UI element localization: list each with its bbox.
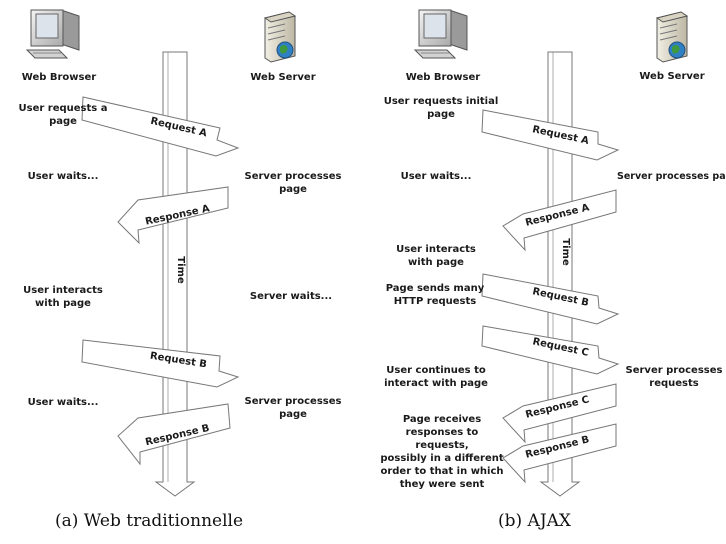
timeline-arrow (539, 51, 581, 497)
request-a-arrow (481, 109, 620, 161)
step-user-waits: User waits... (27, 397, 99, 408)
computer-icon (413, 9, 468, 59)
server-icon (263, 11, 297, 63)
step-user-waits: User waits... (27, 171, 99, 182)
web-server-label: Web Server (250, 72, 316, 83)
request-c-arrow (481, 325, 620, 375)
step-page-sends-requests: Page sends many HTTP requests (385, 283, 485, 307)
step-user-interacts: User interacts with page (23, 285, 103, 309)
response-a-arrow (117, 186, 229, 245)
web-browser-label: Web Browser (405, 72, 481, 83)
step-user-requests: User requests a page (18, 103, 108, 127)
step-page-receives: Page receives responses to requests, pos… (380, 414, 504, 490)
response-b-arrow (502, 423, 617, 484)
time-label: Time (175, 256, 186, 284)
caption-traditional: (a) Web traditionnelle (55, 511, 244, 531)
step-user-waits: User waits... (400, 171, 472, 182)
request-b-arrow (81, 339, 240, 388)
response-c-arrow (502, 383, 617, 444)
computer-icon (25, 9, 80, 59)
step-user-interacts: User interacts with page (396, 244, 476, 268)
step-user-continues: User continues to interact with page (384, 365, 488, 389)
response-a-arrow (502, 189, 617, 252)
web-server-label: Web Server (639, 71, 705, 82)
step-server-processes-requests: Server processes requests (625, 365, 723, 389)
step-user-requests: User requests initial page (383, 96, 499, 120)
server-icon (655, 11, 689, 63)
request-b-arrow (481, 273, 620, 325)
response-b-arrow (117, 403, 231, 466)
step-server-waits: Server waits... (249, 291, 333, 302)
step-server-processes: Server processes page (244, 171, 342, 195)
step-server-processes: Server processes page (617, 171, 726, 182)
caption-ajax: (b) AJAX (498, 511, 572, 531)
step-server-processes: Server processes page (244, 396, 342, 420)
time-label: Time (560, 238, 571, 266)
web-browser-label: Web Browser (21, 72, 97, 83)
request-a-arrow (81, 96, 240, 157)
